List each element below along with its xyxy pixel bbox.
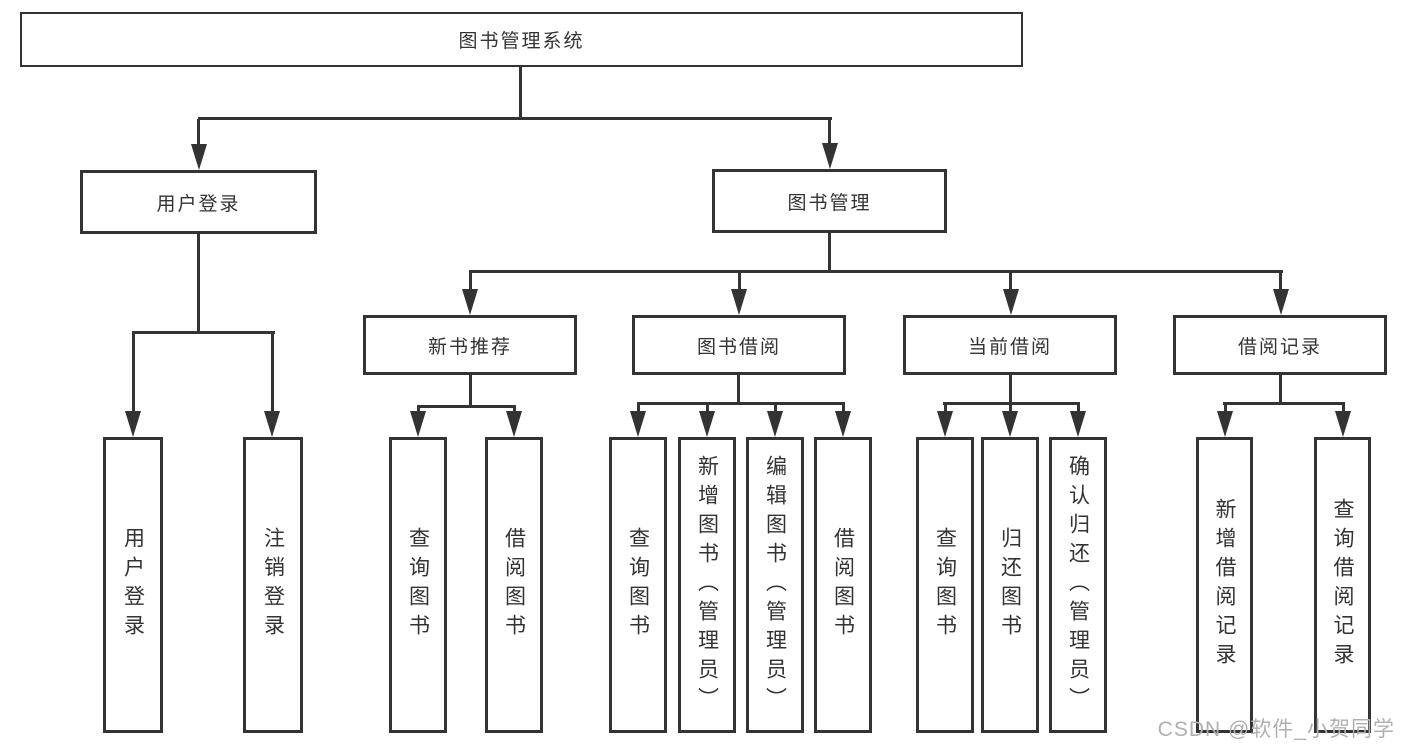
node-borrowing-records: 借阅记录 [1173,315,1387,375]
connector-stub [1224,402,1227,414]
connector-stub [469,273,472,291]
connector-stub [1077,402,1080,414]
leaf-query-books-recommend: 查询图书 [389,437,447,733]
leaf-label: 确认归还（管理员） [1066,454,1090,716]
connector-stub [944,402,947,414]
connector-stub-user-login [197,119,200,149]
leaf-query-borrow-record: 查询借阅记录 [1314,437,1371,733]
connector-stub-book-mgmt [828,119,831,149]
node-label: 图书管理系统 [458,31,585,52]
connector-stub [1279,273,1282,291]
connector-trunk [1009,375,1012,405]
leaf-query-books-current: 查询图书 [916,437,974,733]
connector-stub [1009,402,1012,414]
leaf-label: 查询图书 [626,527,650,643]
csdn-watermark: CSDN @软件_小贺同学 [1157,718,1395,741]
arrowhead [264,411,280,437]
leaf-return-book: 归还图书 [981,437,1039,733]
leaf-label: 新增借阅记录 [1213,498,1236,672]
leaf-label: 查询图书 [933,527,957,643]
leaf-label: 查询图书 [406,527,430,643]
connector-book-mgmt-rail [469,270,1283,273]
connector-trunk [737,375,740,405]
connector-rail [637,402,845,405]
connector-stub [132,334,135,412]
arrowhead [191,144,207,170]
connector-user-login-rail [132,331,275,334]
arrowhead [410,411,426,437]
node-library-management-system: 图书管理系统 [20,12,1023,67]
connector-stub [637,402,640,414]
arrowhead [699,411,715,437]
leaf-user-login: 用户登录 [103,437,163,733]
connector-stub [706,402,709,414]
node-label: 用户登录 [156,193,241,215]
node-label: 图书借阅 [696,336,781,358]
arrowhead [822,143,838,169]
leaf-label: 用户登录 [121,527,145,643]
connector-stub [738,273,741,291]
arrowhead [1003,289,1019,315]
node-label: 图书管理 [787,192,872,214]
leaf-edit-book-admin: 编辑图书（管理员） [746,437,804,733]
leaf-label: 借阅图书 [831,527,855,643]
connector-rail [1223,402,1345,405]
arrowhead [1335,411,1351,437]
connector-stub [1009,273,1012,291]
connector-stub [842,402,845,414]
arrowhead [125,411,141,437]
arrowhead [767,411,783,437]
node-book-management: 图书管理 [712,169,947,233]
connector-stub [774,402,777,414]
arrowhead [1217,411,1233,437]
connector-trunk [1279,375,1282,405]
connector-book-mgmt-trunk [828,233,831,273]
arrowhead [835,411,851,437]
connector-root-trunk [519,66,522,119]
node-book-borrowing: 图书借阅 [632,315,846,375]
arrowhead [937,411,953,437]
node-current-borrowing: 当前借阅 [903,315,1117,375]
connector-user-login-trunk [197,234,200,334]
leaf-logout: 注销登录 [243,437,303,733]
node-label: 当前借阅 [967,336,1052,358]
arrowhead [1070,411,1086,437]
leaf-label: 查询借阅记录 [1331,498,1354,672]
leaf-add-book-admin: 新增图书（管理员） [678,437,736,733]
connector-rail [417,405,516,408]
leaf-borrow-books: 借阅图书 [814,437,872,733]
leaf-borrow-books-recommend: 借阅图书 [485,437,543,733]
leaf-label: 归还图书 [998,527,1022,643]
leaf-add-borrow-record: 新增借阅记录 [1196,437,1253,733]
arrowhead [1002,411,1018,437]
arrowhead [1273,289,1289,315]
node-label: 借阅记录 [1237,336,1322,358]
connector-trunk [469,375,472,408]
leaf-confirm-return-admin: 确认归还（管理员） [1049,437,1107,733]
leaf-label: 新增图书（管理员） [695,454,719,716]
node-label: 新书推荐 [427,336,512,358]
leaf-label: 注销登录 [261,527,285,643]
arrowhead [731,289,747,315]
node-new-book-recommendation: 新书推荐 [363,315,577,375]
connector-stub [1342,402,1345,414]
arrowhead [462,289,478,315]
connector-stub [271,334,274,412]
leaf-label: 借阅图书 [502,527,526,643]
arrowhead [630,411,646,437]
connector-root-rail [198,117,832,120]
arrowhead [506,411,522,437]
leaf-query-books-borrowing: 查询图书 [609,437,667,733]
leaf-label: 编辑图书（管理员） [763,454,787,716]
node-user-login: 用户登录 [80,170,317,234]
